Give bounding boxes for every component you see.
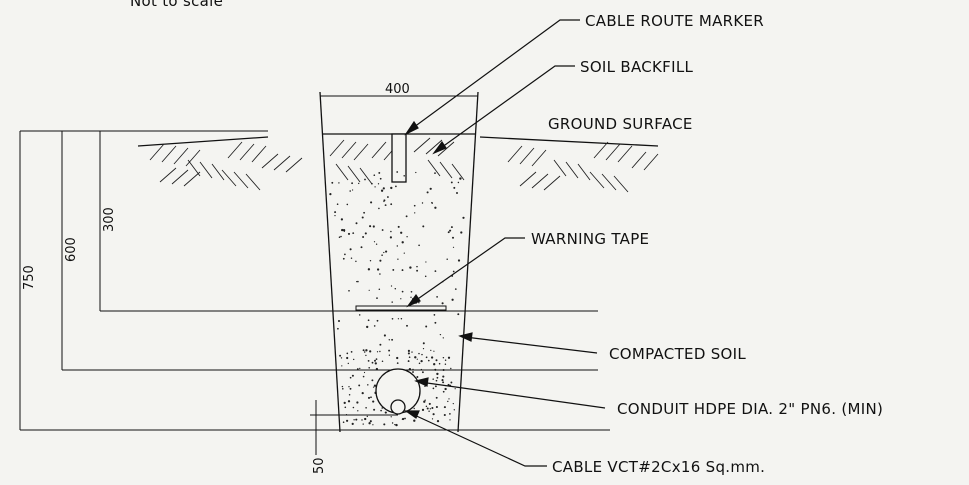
- leaders: [404, 19, 606, 467]
- dim-600-label: 600: [64, 237, 79, 262]
- warning-tape: [355, 305, 447, 311]
- trench-wall-left: [319, 91, 341, 433]
- ground-line-left: [137, 136, 269, 147]
- label-ground-surface: GROUND SURFACE: [548, 115, 693, 133]
- hatch-right: [507, 141, 659, 193]
- dim-50-label: 50: [312, 457, 327, 474]
- label-cable: CABLE VCT#2Cx16 Sq.mm.: [552, 458, 765, 476]
- route-marker-post: [391, 133, 407, 183]
- hatch-trench: [329, 137, 465, 185]
- hatch-left: [149, 141, 303, 191]
- label-conduit: CONDUIT HDPE DIA. 2" PN6. (MIN): [617, 400, 883, 418]
- label-soil-backfill: SOIL BACKFILL: [580, 58, 693, 76]
- label-compacted-soil: COMPACTED SOIL: [609, 345, 746, 363]
- cable-circle: [390, 399, 406, 415]
- label-cable-route-marker: CABLE ROUTE MARKER: [585, 12, 764, 30]
- dim-750-label: 750: [22, 265, 37, 290]
- scale-note: Not to scale: [130, 0, 223, 10]
- dim-300-label: 300: [102, 207, 117, 232]
- ground-line-right: [479, 136, 659, 147]
- label-warning-tape: WARNING TAPE: [531, 230, 649, 248]
- backfill-dots: [329, 171, 465, 427]
- width-dimension-label: 400: [385, 82, 410, 97]
- trench-wall-right: [457, 91, 479, 433]
